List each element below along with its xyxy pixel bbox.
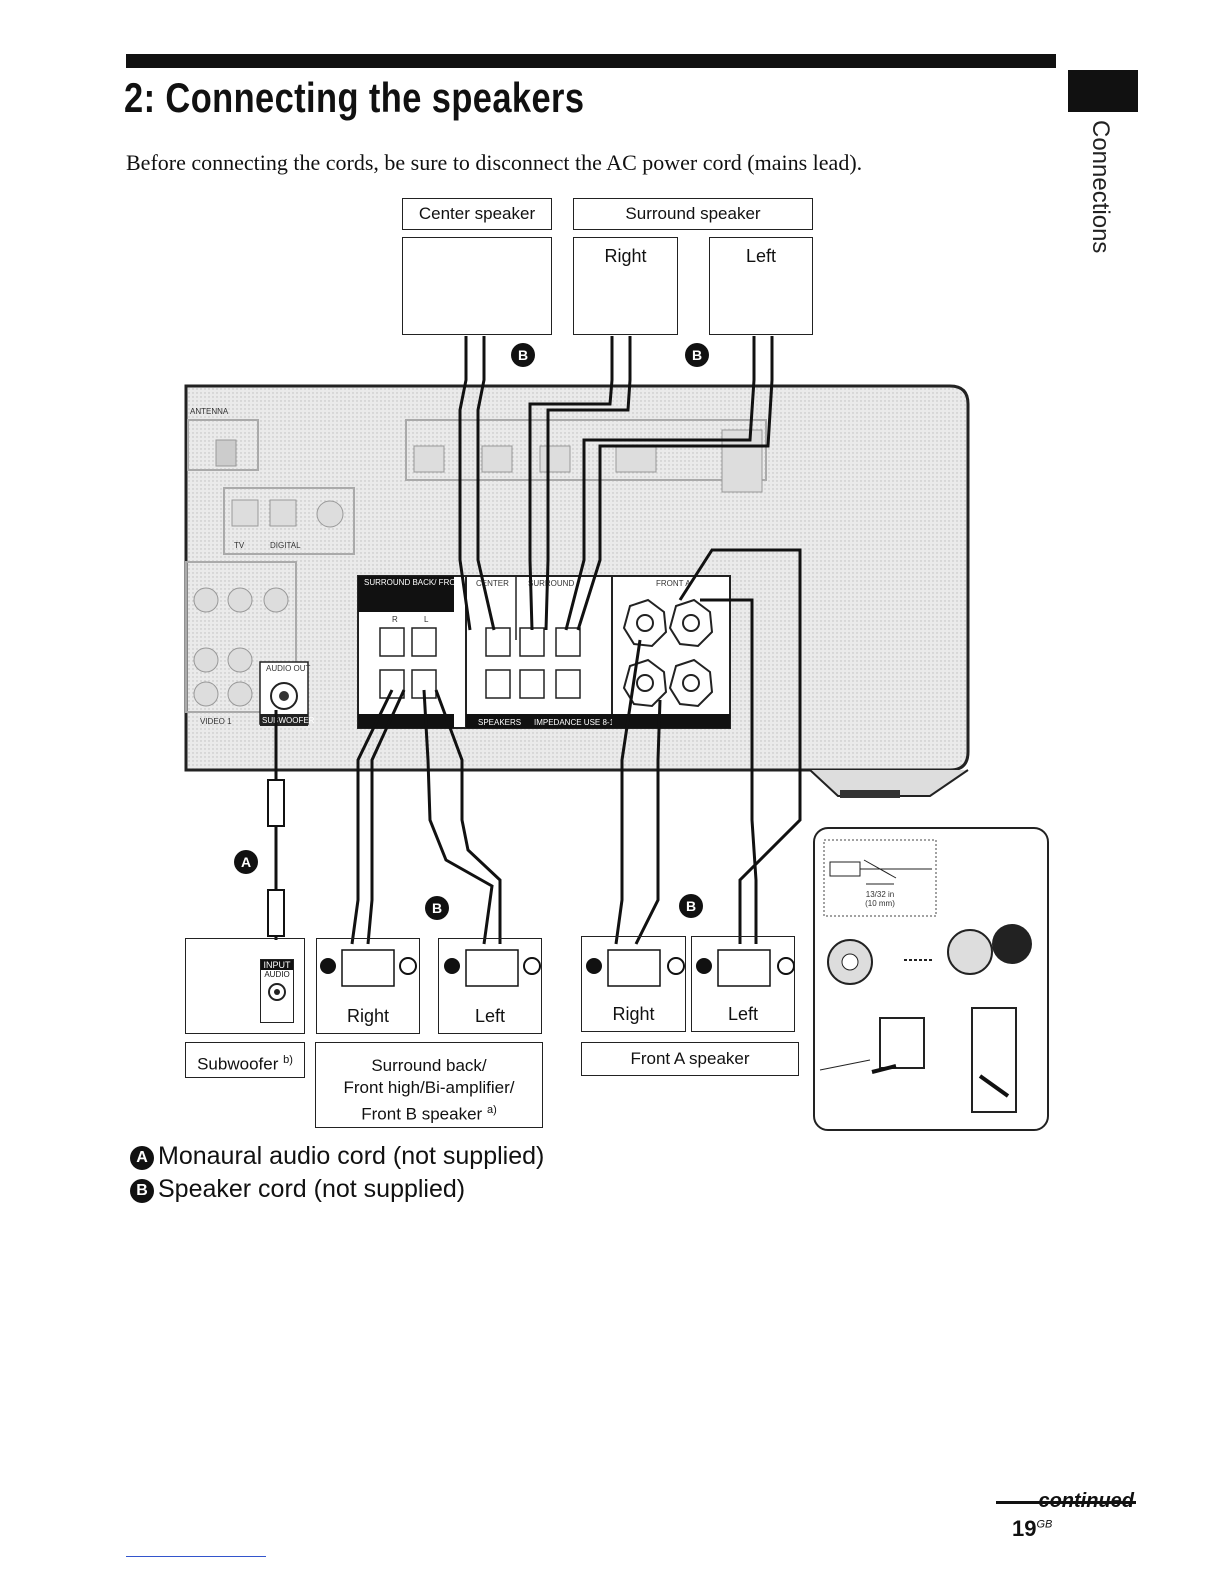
receiver-rear-panel: TV DIGITAL ANTENNA VIDEO 1 AUDIO OUT SUB… <box>184 384 970 798</box>
r-label: R <box>392 615 398 624</box>
terminal-detail-inset: 13/32 in (10 mm) <box>813 827 1049 1131</box>
surround-back-line2: Front high/Bi-amplifier/ <box>343 1078 515 1097</box>
badge-b-4: B <box>686 898 696 914</box>
page-suffix: GB <box>1036 1518 1053 1531</box>
continued-rule <box>996 1501 1136 1504</box>
surround-back-label-box: Surround back/ Front high/Bi-amplifier/ … <box>315 1042 543 1128</box>
badge-a-1: A <box>241 854 251 870</box>
page-title: 2: Connecting the speakers <box>124 74 585 121</box>
speakers-terminal-label: SPEAKERS <box>478 718 521 727</box>
surround-back-note: a) <box>486 1104 497 1116</box>
tv-label: TV <box>234 541 245 550</box>
input-label: INPUT <box>261 960 293 970</box>
page-number-value: 19 <box>1012 1516 1037 1541</box>
surround-back-line1: Surround back/ <box>371 1056 487 1075</box>
subwoofer-note: b) <box>283 1054 293 1066</box>
center-speaker <box>402 237 552 335</box>
monaural-audio-cord <box>267 710 285 940</box>
page-number: 19GB <box>1012 1516 1052 1542</box>
surround-back-right-speaker: Right <box>316 938 420 1034</box>
subwoofer-label-box: Subwoofer b) <box>185 1042 305 1078</box>
badge-b-3: B <box>432 900 442 916</box>
legend-b-text: Speaker cord (not supplied) <box>158 1175 466 1203</box>
legend-a-text: Monaural audio cord (not supplied) <box>158 1142 545 1170</box>
badge-b-2: B <box>692 347 702 363</box>
audio-label: AUDIO <box>264 970 290 979</box>
intro-text: Before connecting the cords, be sure to … <box>126 150 863 175</box>
surround-back-left-speaker: Left <box>438 938 542 1034</box>
measure-line2: (10 mm) <box>865 899 895 908</box>
speaker-cords <box>350 336 802 945</box>
surround-right-label: Right <box>604 246 647 266</box>
audio-out-label: AUDIO OUT <box>266 664 311 673</box>
center-speaker-label: Center speaker <box>402 198 552 230</box>
l-label: L <box>424 615 429 624</box>
footer-rule <box>126 1556 266 1557</box>
front-a-left-label: Left <box>727 1004 759 1024</box>
antenna-label: ANTENNA <box>190 407 229 416</box>
impedance-label: IMPEDANCE USE 8-16Ω <box>534 718 624 727</box>
rca-jack-icon <box>268 983 286 1001</box>
subwoofer-input-jack: INPUT AUDIO <box>260 959 294 1023</box>
badge-a-icon: A <box>130 1146 154 1170</box>
digital-label: DIGITAL <box>270 541 301 550</box>
badge-b-icon: B <box>130 1179 154 1203</box>
badge-b-1: B <box>518 347 528 363</box>
front-a-right-label: Right <box>612 1004 655 1024</box>
front-a-right-speaker: Right <box>581 936 686 1032</box>
surround-back-line3: Front B speaker <box>361 1104 483 1124</box>
surround-back-right-label: Right <box>346 1006 390 1026</box>
surround-left-label: Left <box>745 246 777 266</box>
center-terminal-label: CENTER <box>476 579 509 588</box>
section-tab-marker <box>1068 70 1138 112</box>
subwoofer-label: Subwoofer <box>197 1054 279 1074</box>
surround-right-speaker: Right <box>573 237 678 335</box>
front-a-left-speaker: Left <box>691 936 795 1032</box>
front-a-terminal-label: FRONT A <box>656 579 691 588</box>
subwoofer-out-label: SUBWOOFER <box>262 716 315 725</box>
measure-line1: 13/32 in <box>866 890 894 899</box>
surround-back-left-label: Left <box>474 1006 506 1026</box>
surround-left-speaker: Left <box>709 237 813 335</box>
front-a-speaker-label: Front A speaker <box>581 1042 799 1076</box>
surround-terminal-label: SURROUND <box>528 579 574 588</box>
top-rule <box>126 54 1056 68</box>
subwoofer-speaker: INPUT AUDIO <box>185 938 305 1034</box>
surround-speaker-label: Surround speaker <box>573 198 813 230</box>
badge-b-icons <box>234 343 709 920</box>
video-label: VIDEO 1 <box>200 717 232 726</box>
